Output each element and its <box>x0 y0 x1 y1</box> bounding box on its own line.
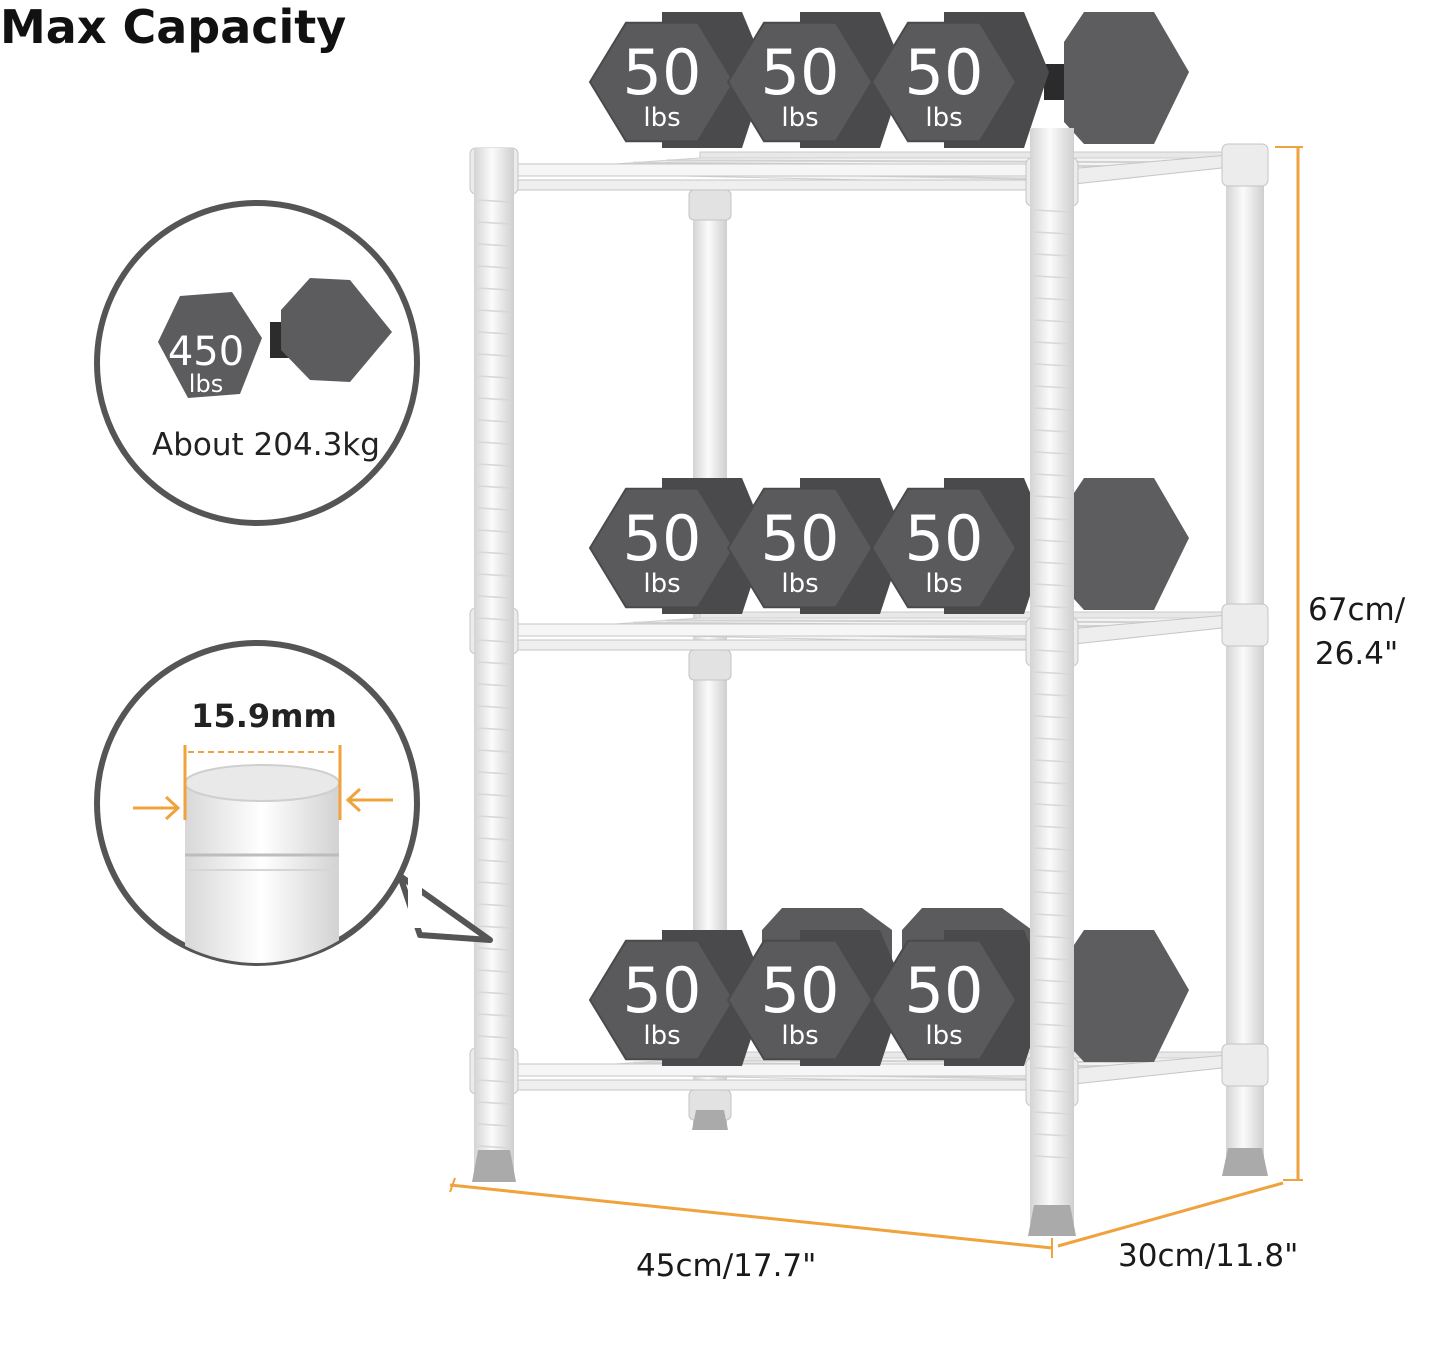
dumbbell-weight-value: 50 <box>905 502 984 575</box>
dumbbell-weight-value: 50 <box>905 954 984 1027</box>
capacity-callout: 450 lbs About 204.3kg <box>94 200 420 526</box>
tube-callout: 15.9mm <box>94 640 493 966</box>
height-label-line2: 26.4" <box>1314 636 1399 672</box>
dumbbell-weight-unit: lbs <box>781 1021 818 1051</box>
dumbbell-weight-unit: lbs <box>925 569 962 599</box>
depth-dimension-line <box>1057 1181 1284 1248</box>
shelf-1 <box>469 143 1269 221</box>
dumbbell-weight-value: 50 <box>623 36 702 109</box>
dumbbell-weight-unit: lbs <box>925 103 962 133</box>
dumbbell-weight-unit: lbs <box>781 569 818 599</box>
dumbbell-weight-unit: lbs <box>781 103 818 133</box>
dumbbell-weight-unit: lbs <box>643 569 680 599</box>
arrow-left-icon <box>345 787 393 813</box>
dumbbell-weight-unit: lbs <box>643 1021 680 1051</box>
tube-diameter-label: 15.9mm <box>191 697 337 735</box>
dumbbell-weight-value: 50 <box>905 36 984 109</box>
page-title: Max Capacity <box>0 0 347 54</box>
dumbbell-weight-unit: lbs <box>925 1021 962 1051</box>
width-dimension-line <box>449 1177 1053 1258</box>
dumbbell-weight-value: 50 <box>761 36 840 109</box>
heavy-dumbbell-value: 450 <box>168 329 244 375</box>
height-label-line1: 67cm/ <box>1308 592 1406 628</box>
height-dimension-line <box>1275 146 1303 1181</box>
shelf-2 <box>469 603 1269 681</box>
capacity-caption: About 204.3kg <box>152 427 380 463</box>
width-dimension-label: 45cm/17.7" <box>636 1248 817 1284</box>
arrow-right-icon <box>133 795 181 821</box>
dumbbell-weight-value: 50 <box>761 954 840 1027</box>
heavy-dumbbell-unit: lbs <box>189 370 223 398</box>
dumbbell-weight-unit: lbs <box>643 103 680 133</box>
dumbbell-weight-value: 50 <box>623 502 702 575</box>
dumbbell-weight-value: 50 <box>623 954 702 1027</box>
depth-dimension-label: 30cm/11.8" <box>1118 1238 1299 1274</box>
dumbbell-weight-value: 50 <box>761 502 840 575</box>
heavy-dumbbell-icon: 450 lbs <box>158 278 392 398</box>
height-dimension-label: 67cm/ 26.4" <box>1308 588 1405 676</box>
rack-front-posts <box>472 128 1268 1236</box>
